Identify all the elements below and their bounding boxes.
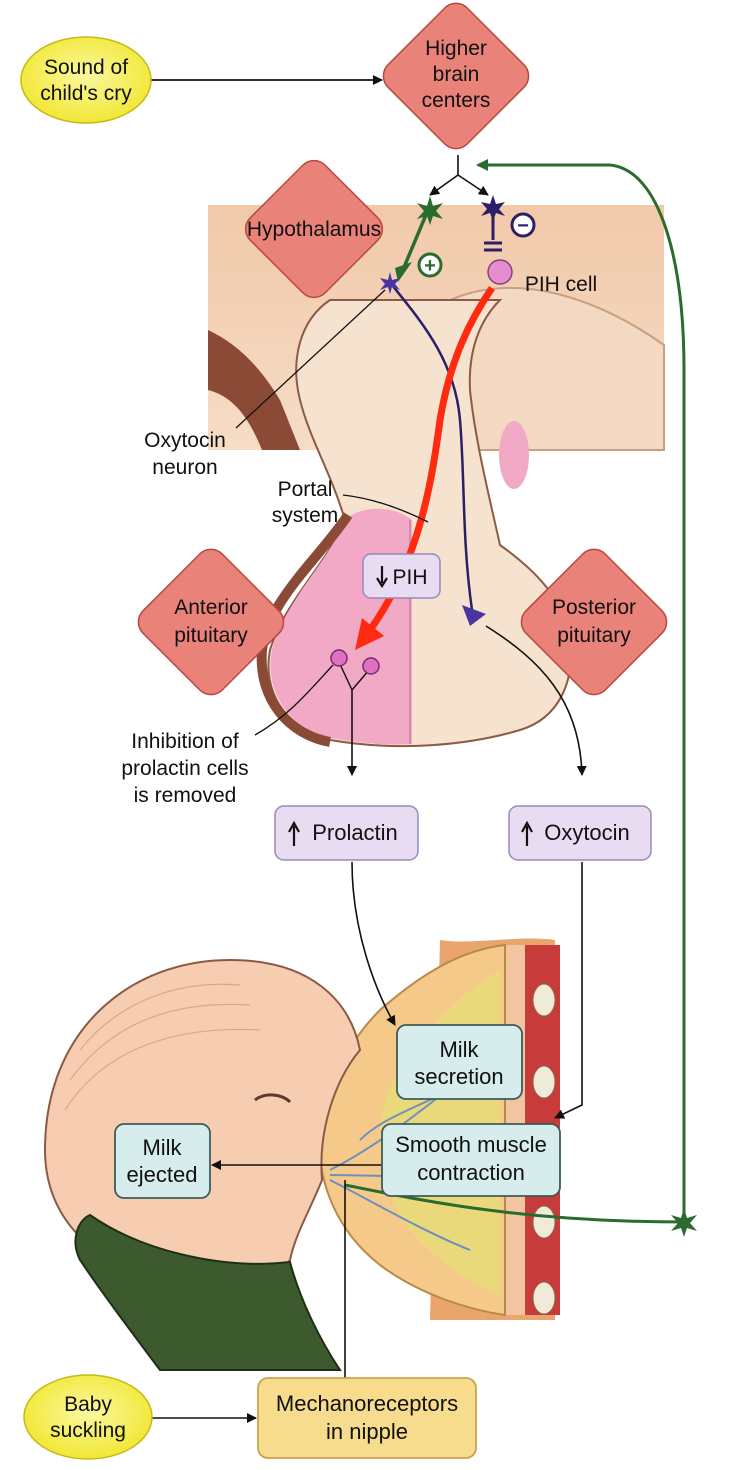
inhibition-line-3: is removed	[134, 784, 237, 807]
arrow-to-oxytocin	[485, 625, 587, 776]
smooth-muscle-line-1: Smooth muscle	[395, 1132, 547, 1157]
node-anterior-pituitary: Anterior pituitary	[137, 548, 285, 696]
leader-inhibition	[254, 664, 334, 736]
plus-symbol: +	[424, 255, 436, 277]
prolactin-label: Prolactin	[312, 820, 398, 845]
brain-section	[208, 205, 665, 748]
milk-secretion-line-2: secretion	[414, 1064, 503, 1089]
suckling-line-1: Baby	[64, 1393, 112, 1416]
mechanoreceptors-line-2: in nipple	[326, 1419, 408, 1444]
oxytocin-neuron-line-1: Oxytocin	[144, 429, 226, 452]
oxytocin-up-arrow-icon	[521, 820, 533, 846]
navy-star-neuron	[481, 195, 505, 221]
vessel-oval	[499, 421, 529, 489]
cry-line-1: Sound of	[44, 56, 128, 79]
node-higher-brain-centers: Higher brain centers	[382, 2, 530, 150]
prolactin-cell-branch-1	[338, 661, 353, 691]
node-sound-of-cry: Sound of child's cry	[20, 36, 152, 124]
pih-label: PIH	[392, 566, 427, 589]
pih-red-arrowhead	[355, 618, 384, 650]
baby-hair-lines	[64, 983, 261, 1111]
anterior-line-2: pituitary	[174, 624, 248, 647]
pih-cell-label: PIH cell	[525, 273, 597, 296]
baby-clothing	[74, 1213, 342, 1371]
mechanoreceptors-line-1: Mechanoreceptors	[276, 1391, 458, 1416]
node-milk-secretion: Milk secretion	[396, 1024, 523, 1100]
node-mechanoreceptors: Mechanoreceptors in nipple	[257, 1377, 477, 1459]
node-oxytocin: Oxytocin	[508, 805, 652, 861]
arrow-prolactin-to-secretion	[351, 861, 396, 1026]
milk-secretion-line-1: Milk	[439, 1037, 479, 1062]
oxytocin-axon	[391, 284, 474, 611]
milk-ejected-line-1: Milk	[142, 1135, 182, 1160]
prolactin-cell-branch-2	[351, 669, 370, 691]
neuron-cells: + −	[330, 195, 697, 1237]
brain-line-1: Higher	[425, 37, 487, 60]
inhibition-line-2: prolactin cells	[121, 757, 248, 780]
suckling-line-2: suckling	[50, 1419, 126, 1442]
oxytocin-neuron-cell	[380, 272, 400, 294]
baby-eye	[254, 1093, 292, 1104]
oxytocin-terminal	[462, 605, 486, 626]
arrow-brain-to-oxytocin	[429, 155, 459, 196]
leader-portal-system	[342, 494, 429, 523]
node-hypothalamus: Hypothalamus	[244, 159, 384, 299]
hypothalamus-label: Hypothalamus	[247, 218, 381, 241]
posterior-line-1: Posterior	[552, 596, 636, 619]
node-baby-suckling: Baby suckling	[23, 1374, 153, 1460]
prolactin-up-arrow-icon	[288, 820, 300, 846]
pih-down-arrow-icon	[376, 566, 388, 589]
oxytocin-label: Oxytocin	[544, 820, 630, 845]
node-posterior-pituitary: Posterior pituitary	[520, 548, 668, 696]
cry-line-2: child's cry	[40, 82, 132, 105]
node-prolactin: Prolactin	[274, 805, 419, 861]
ventricle-wedge	[208, 330, 300, 450]
portal-system-line-1: Portal	[278, 478, 333, 501]
brain-line-2: brain	[433, 63, 480, 86]
node-smooth-muscle: Smooth muscle contraction	[381, 1123, 561, 1197]
inhibition-line-1: Inhibition of	[131, 730, 239, 753]
milk-ejected-line-2: ejected	[127, 1162, 198, 1187]
posterior-line-2: pituitary	[557, 624, 631, 647]
prolactin-cell-1	[330, 649, 348, 667]
stimulatory-terminal	[395, 262, 412, 282]
leader-oxytocin-neuron	[235, 289, 386, 429]
brain-line-3: centers	[422, 89, 491, 112]
minus-symbol: −	[517, 215, 529, 237]
node-pih-box: PIH	[362, 553, 441, 599]
pathways	[150, 75, 686, 1435]
smooth-muscle-line-2: contraction	[417, 1160, 525, 1185]
portal-system-line-2: system	[272, 504, 339, 527]
oxytocin-neuron-line-2: neuron	[152, 456, 217, 479]
sensory-star-neuron	[671, 1208, 697, 1237]
rib-sections	[532, 983, 556, 1315]
pih-cell	[487, 259, 513, 285]
green-star-neuron	[417, 196, 443, 225]
afferent-ascending-path	[476, 159, 686, 1222]
anterior-line-1: Anterior	[174, 596, 248, 619]
prolactin-cell-2	[362, 657, 380, 675]
afferent-nipple-path	[344, 1183, 685, 1224]
arrow-brain-to-pih	[457, 174, 489, 196]
stimulatory-axon	[400, 209, 430, 273]
node-milk-ejected: Milk ejected	[114, 1123, 211, 1199]
inhibitory-minus-icon	[510, 212, 536, 238]
stimulatory-plus-icon	[417, 252, 443, 278]
arrow-oxytocin-to-contraction	[554, 862, 583, 1119]
